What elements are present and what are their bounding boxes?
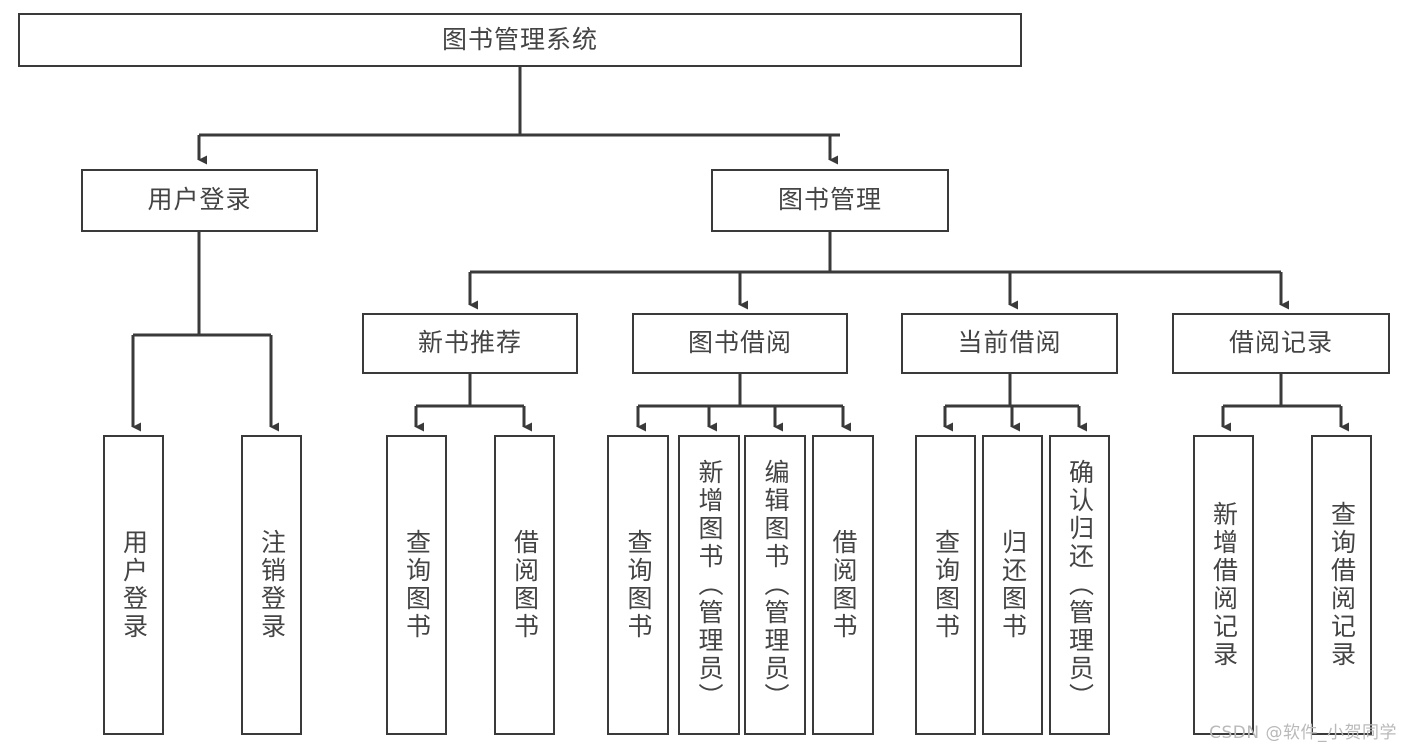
leaf-label: 新增借阅记录 bbox=[1209, 501, 1239, 669]
leaf-record-query[interactable]: 查询借阅记录 bbox=[1311, 435, 1372, 735]
leaf-label: 注销登录 bbox=[257, 529, 287, 641]
leaf-new-book-borrow[interactable]: 借阅图书 bbox=[494, 435, 555, 735]
leaf-label: 用户登录 bbox=[119, 529, 149, 641]
node-root[interactable]: 图书管理系统 bbox=[18, 13, 1022, 67]
leaf-borrow-add-book-admin[interactable]: 新增图书（管理员） bbox=[678, 435, 740, 735]
leaf-label: 查询图书 bbox=[624, 529, 653, 641]
watermark-text: CSDN @软件_小贺同学 bbox=[1209, 723, 1397, 743]
leaf-label: 借阅图书 bbox=[510, 529, 540, 641]
node-user-login-label: 用户登录 bbox=[147, 185, 252, 215]
leaf-current-query-book[interactable]: 查询图书 bbox=[915, 435, 976, 735]
node-user-login[interactable]: 用户登录 bbox=[81, 169, 318, 232]
node-new-book-recommend-label: 新书推荐 bbox=[417, 328, 522, 358]
leaf-current-return-book[interactable]: 归还图书 bbox=[982, 435, 1043, 735]
leaf-user-login-signin[interactable]: 用户登录 bbox=[103, 435, 164, 735]
node-borrow-record-label: 借阅记录 bbox=[1228, 328, 1333, 358]
leaf-current-confirm-return-admin[interactable]: 确认归还（管理员） bbox=[1049, 435, 1110, 735]
node-current-borrow[interactable]: 当前借阅 bbox=[901, 313, 1118, 374]
node-current-borrow-label: 当前借阅 bbox=[957, 328, 1062, 358]
leaf-new-book-query[interactable]: 查询图书 bbox=[386, 435, 447, 735]
leaf-label: 查询图书 bbox=[402, 529, 432, 641]
leaf-label: 查询图书 bbox=[931, 529, 961, 641]
node-root-label: 图书管理系统 bbox=[441, 24, 598, 54]
node-book-management[interactable]: 图书管理 bbox=[711, 169, 949, 232]
node-borrow-record[interactable]: 借阅记录 bbox=[1172, 313, 1390, 374]
leaf-borrow-borrow-book[interactable]: 借阅图书 bbox=[812, 435, 874, 735]
leaf-label: 编辑图书（管理员） bbox=[761, 459, 790, 711]
node-new-book-recommend[interactable]: 新书推荐 bbox=[362, 313, 578, 374]
leaf-record-add[interactable]: 新增借阅记录 bbox=[1193, 435, 1254, 735]
leaf-user-login-signout[interactable]: 注销登录 bbox=[241, 435, 302, 735]
node-book-management-label: 图书管理 bbox=[777, 185, 882, 215]
leaf-label: 确认归还（管理员） bbox=[1065, 459, 1095, 711]
leaf-borrow-query-book[interactable]: 查询图书 bbox=[607, 435, 669, 735]
node-book-borrow-label: 图书借阅 bbox=[687, 328, 792, 358]
leaf-label: 查询借阅记录 bbox=[1327, 501, 1357, 669]
leaf-borrow-edit-book-admin[interactable]: 编辑图书（管理员） bbox=[744, 435, 806, 735]
leaf-label: 归还图书 bbox=[998, 529, 1028, 641]
leaf-label: 新增图书（管理员） bbox=[695, 459, 724, 711]
leaf-label: 借阅图书 bbox=[829, 529, 858, 641]
node-book-borrow[interactable]: 图书借阅 bbox=[632, 313, 848, 374]
